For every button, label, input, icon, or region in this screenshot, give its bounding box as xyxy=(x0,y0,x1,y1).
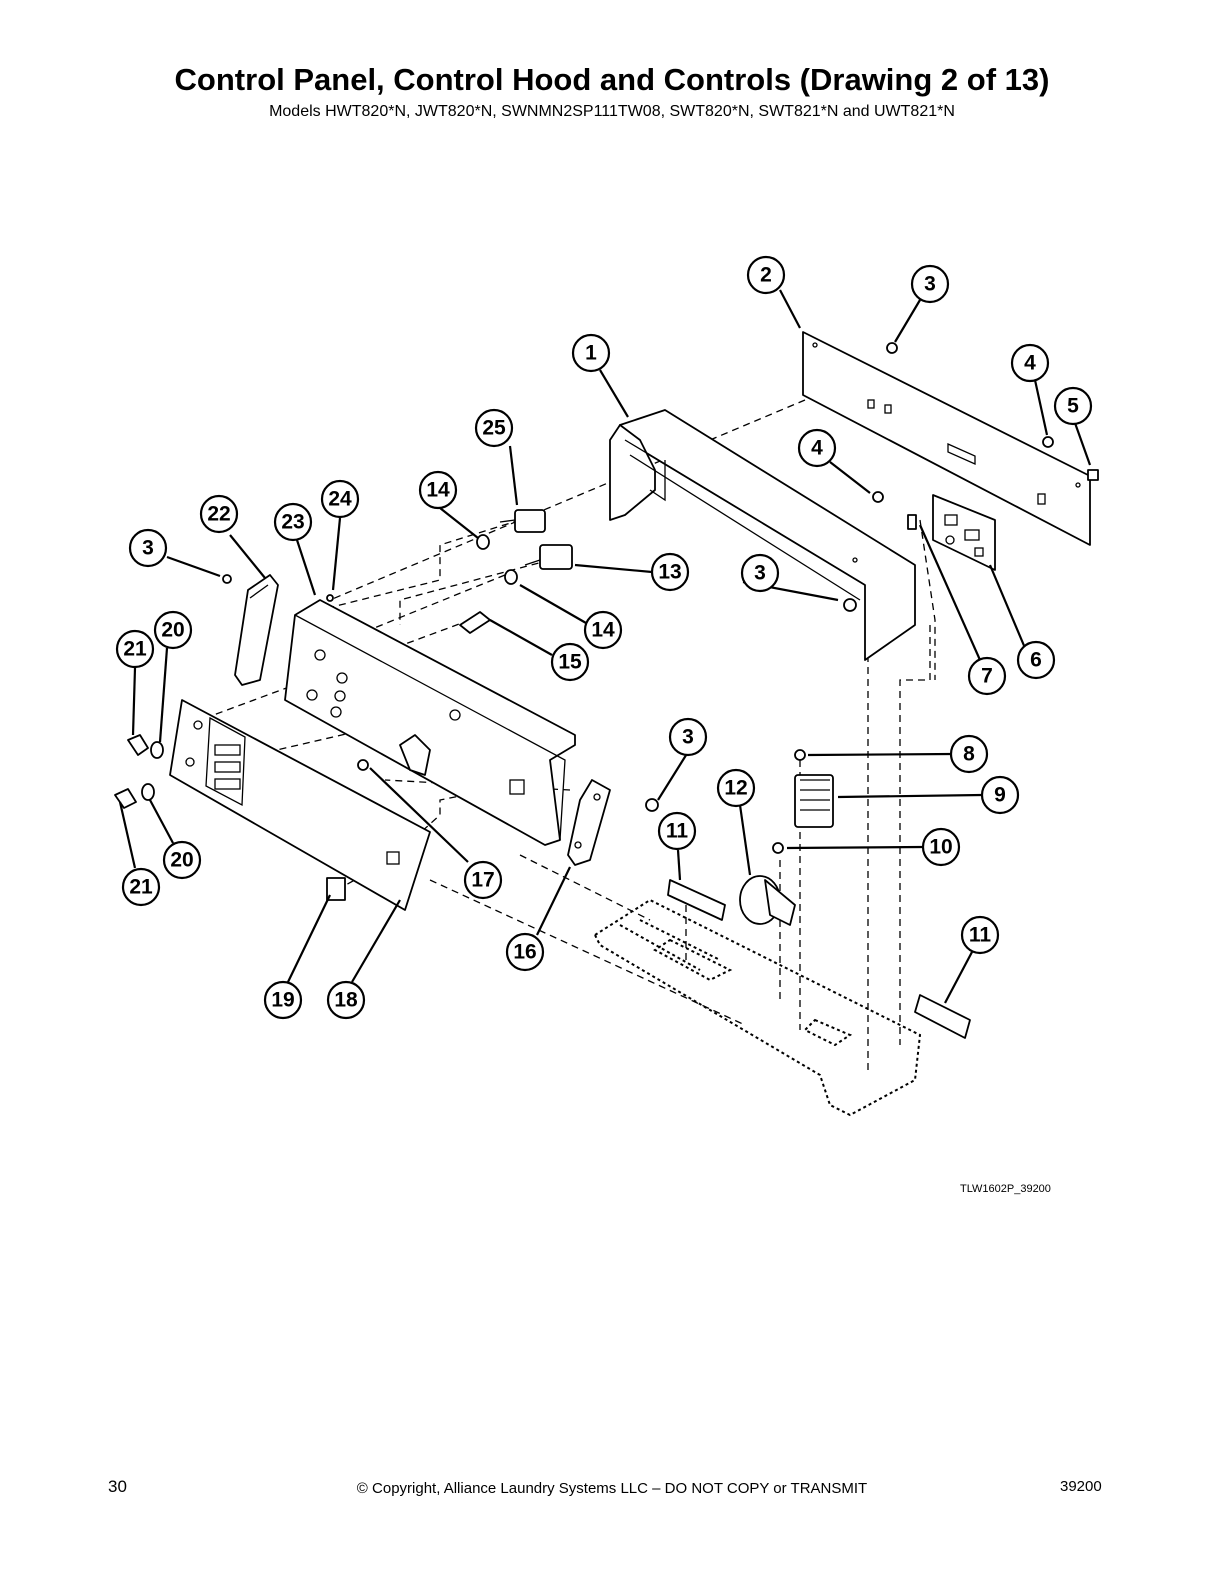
part-2-panel-plate xyxy=(802,331,1091,546)
svg-text:13: 13 xyxy=(658,561,681,584)
svg-text:1: 1 xyxy=(585,342,597,365)
callout-22: 22 xyxy=(199,494,239,534)
callout-21-top: 21 xyxy=(115,629,155,669)
callout-9: 9 xyxy=(980,775,1020,815)
svg-text:12: 12 xyxy=(724,777,747,800)
callout-3-left: 3 xyxy=(128,528,168,568)
callout-11-right: 11 xyxy=(960,915,1000,955)
callout-18: 18 xyxy=(326,980,366,1020)
svg-text:25: 25 xyxy=(482,417,506,440)
svg-text:18: 18 xyxy=(334,989,358,1012)
callout-8: 8 xyxy=(949,734,989,774)
callout-3-right: 3 xyxy=(668,717,708,757)
callout-19: 19 xyxy=(263,980,303,1020)
callout-14-mid: 14 xyxy=(583,610,623,650)
part-23-console xyxy=(284,599,576,846)
svg-text:3: 3 xyxy=(924,273,936,296)
svg-text:21: 21 xyxy=(129,876,153,899)
callout-20-bottom: 20 xyxy=(162,840,202,880)
svg-text:24: 24 xyxy=(328,488,352,511)
leader-arrows xyxy=(118,289,1092,1004)
svg-text:22: 22 xyxy=(207,503,230,526)
callout-1: 1 xyxy=(571,333,611,373)
svg-text:5: 5 xyxy=(1067,395,1079,418)
svg-text:17: 17 xyxy=(471,869,494,892)
callout-12: 12 xyxy=(716,768,756,808)
svg-text:2: 2 xyxy=(760,264,772,287)
callout-3-top: 3 xyxy=(910,264,950,304)
callout-16: 16 xyxy=(505,932,545,972)
cabinet-top-reference xyxy=(594,898,922,1117)
svg-text:3: 3 xyxy=(142,537,154,560)
svg-text:16: 16 xyxy=(513,941,536,964)
svg-text:14: 14 xyxy=(426,479,450,502)
callout-2: 2 xyxy=(746,255,786,295)
svg-text:6: 6 xyxy=(1030,649,1042,672)
svg-text:10: 10 xyxy=(929,836,952,859)
svg-text:21: 21 xyxy=(123,638,147,661)
part-22-left-endcap xyxy=(234,574,279,686)
copyright-notice: © Copyright, Alliance Laundry Systems LL… xyxy=(356,1480,868,1497)
callout-21-bottom: 21 xyxy=(121,867,161,907)
part-18-overlay xyxy=(169,699,431,911)
svg-text:3: 3 xyxy=(754,562,766,585)
callout-11-left: 11 xyxy=(657,811,697,851)
callout-25: 25 xyxy=(474,408,514,448)
part-6-control-board xyxy=(932,494,996,571)
models-subtitle: Models HWT820*N, JWT820*N, SWNMN2SP111TW… xyxy=(269,103,955,120)
callout-4-mid: 4 xyxy=(797,428,837,468)
svg-text:14: 14 xyxy=(591,619,615,642)
svg-text:15: 15 xyxy=(558,651,582,674)
svg-text:7: 7 xyxy=(981,665,993,688)
small-parts xyxy=(114,342,1099,1039)
drawing-reference: TLW1602P_39200 xyxy=(960,1183,1051,1195)
svg-text:4: 4 xyxy=(1024,352,1036,375)
page-title: Control Panel, Control Hood and Controls… xyxy=(174,62,1050,97)
svg-text:9: 9 xyxy=(994,784,1006,807)
svg-text:20: 20 xyxy=(161,619,184,642)
callout-5: 5 xyxy=(1053,386,1093,426)
svg-text:3: 3 xyxy=(682,726,694,749)
page-number: 30 xyxy=(108,1477,127,1496)
callout-20-top: 20 xyxy=(153,610,193,650)
callout-3-hood: 3 xyxy=(740,553,780,593)
callout-23: 23 xyxy=(273,502,313,542)
callout-14-top: 14 xyxy=(418,470,458,510)
callout-24: 24 xyxy=(320,479,360,519)
svg-text:19: 19 xyxy=(271,989,294,1012)
callout-15: 15 xyxy=(550,642,590,682)
callout-13: 13 xyxy=(650,552,690,592)
svg-text:4: 4 xyxy=(811,437,823,460)
callout-17: 17 xyxy=(463,860,503,900)
callout-10: 10 xyxy=(921,827,961,867)
svg-text:20: 20 xyxy=(170,849,193,872)
callout-4-top: 4 xyxy=(1010,343,1050,383)
svg-text:8: 8 xyxy=(963,743,975,766)
svg-text:11: 11 xyxy=(666,820,689,843)
callout-6: 6 xyxy=(1016,640,1056,680)
svg-text:23: 23 xyxy=(281,511,304,534)
document-number: 39200 xyxy=(1060,1478,1102,1495)
part-16-right-endcap xyxy=(567,779,611,866)
svg-text:11: 11 xyxy=(969,924,992,947)
callout-7: 7 xyxy=(967,656,1007,696)
part-1-control-hood xyxy=(609,409,916,661)
